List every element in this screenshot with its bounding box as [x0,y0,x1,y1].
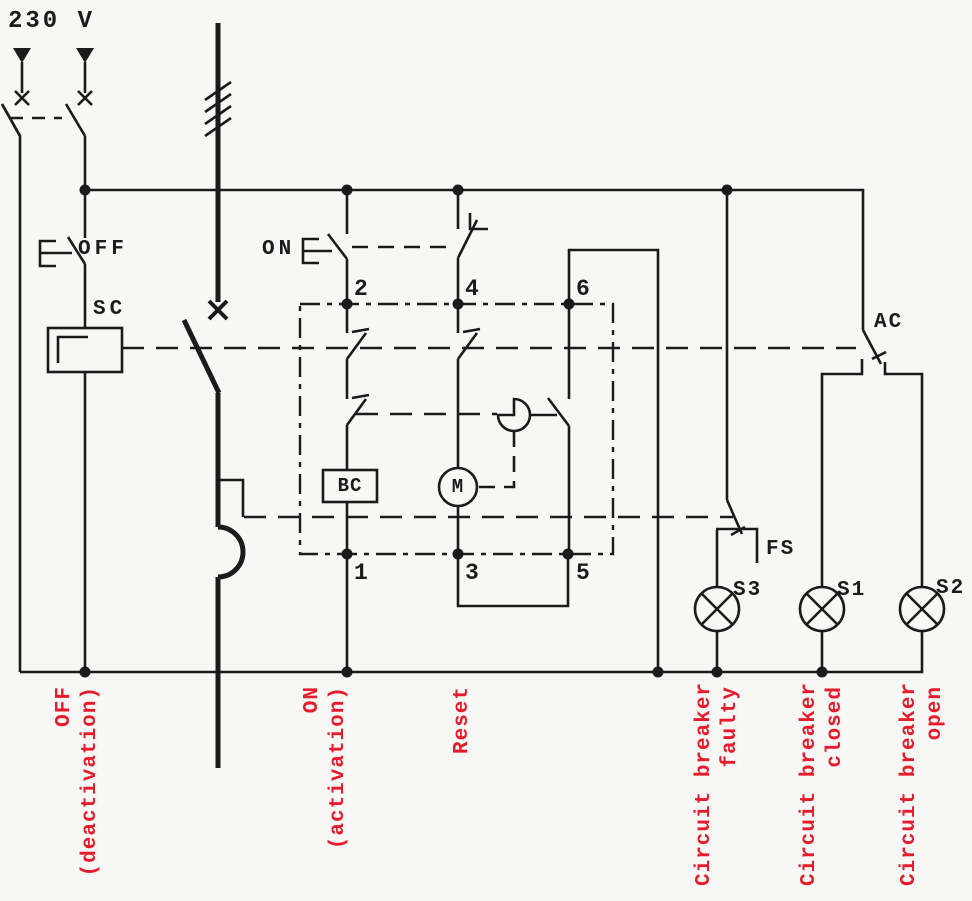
remote-on-contact-blade [456,219,479,259]
footer-line: Circuit breaker [798,681,821,886]
fs-branch [693,190,759,672]
pushbutton-actuator-icon [301,237,332,265]
power-supply-symbol [0,48,94,137]
cam-column [477,248,660,672]
release-linkage-tap [218,478,245,517]
junction-dots [79,184,828,678]
left-rail [0,103,22,672]
lamp-s2-icon [898,585,946,633]
terminal-5: 5 [576,560,590,586]
mechanical-links [122,346,856,519]
off-contact-blade [66,236,87,265]
terminal-6: 6 [576,276,590,302]
motor-column [437,304,570,608]
ac-contact-blade [861,329,887,365]
lamp-s2-label: S2 [936,577,966,600]
fs-label: FS [766,538,796,561]
bottom-bus [20,631,924,674]
bc-coil-box [321,468,379,504]
circuit-breaker-pole [181,23,246,768]
terminal-3-5-jumper [456,554,570,608]
cam-motor-link-dashed [477,431,516,489]
footer-label-on: ON (activation) [300,686,352,886]
ac-label: AC [874,311,904,334]
footer-line: ON [301,686,324,714]
supply-switch-blades [0,103,87,137]
lamp-s1-label: S1 [837,579,867,602]
bc-column [321,304,379,672]
footer-label-open: Circuit breaker open [897,681,949,886]
supply-arrow-icon [76,48,94,63]
footer-line: (activation) [327,686,350,850]
voltage-label: 230 V [8,8,96,35]
breaker-x-icon [207,299,229,321]
motor-label: M [451,476,465,498]
sc-coil-symbol [56,335,88,363]
terminal-1: 1 [354,560,368,586]
bc-label: BC [337,475,363,497]
pushbutton-actuator-icon [38,239,72,268]
cam-drive-icon [496,397,532,433]
sc-label: SC [93,298,127,321]
on-contact-blade [326,233,349,260]
connection-x-icon [14,90,93,106]
breaker-blade [181,318,222,395]
footer-label-closed: Circuit breaker closed [797,681,849,886]
footer-label-off: OFF (deactivation) [52,686,104,886]
on-label: ON [262,238,296,261]
terminal-3: 3 [465,560,479,586]
on-branch [301,190,488,304]
footer-line: OFF [53,686,76,727]
withdrawable-hatch-icon [204,80,232,138]
footer-line: faulty [719,686,742,768]
footer-line: Reset [451,686,474,755]
footer-label-faulty: Circuit breaker faulty [692,681,744,886]
terminal-4: 4 [465,276,479,302]
footer-line: open [924,686,947,741]
ac-branch [798,329,946,672]
footer-line: closed [824,686,847,768]
supply-arrow-icon [13,48,31,63]
off-label: OFF [78,238,128,261]
footer-line: (deactivation) [79,686,102,877]
reset-return-path [567,248,660,672]
mechanism-box-outline [298,302,615,556]
lamp-s3-label: S3 [733,579,763,602]
footer-label-reset: Reset [450,686,476,886]
top-bus [85,188,865,330]
breaker-release-arc [217,524,246,580]
footer-line: Circuit breaker [693,681,716,886]
off-sc-branch [38,136,124,672]
terminal-2: 2 [354,276,368,302]
footer-line: Circuit breaker [898,681,921,886]
